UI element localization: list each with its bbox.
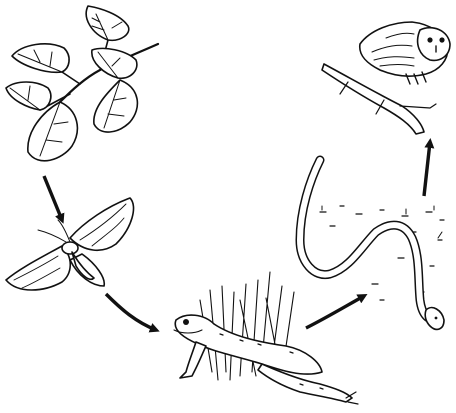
frog-illustration [174,272,358,404]
moth-illustration [6,198,134,290]
owl-illustration [322,22,450,134]
arrow-leaves-to-moth [44,176,62,220]
arrow-frog-to-snake [306,296,364,328]
snake-illustration [300,160,444,329]
arrow-moth-to-frog [106,294,156,330]
arrow-snake-to-owl [424,142,430,196]
leaf-cluster-illustration [6,6,158,161]
